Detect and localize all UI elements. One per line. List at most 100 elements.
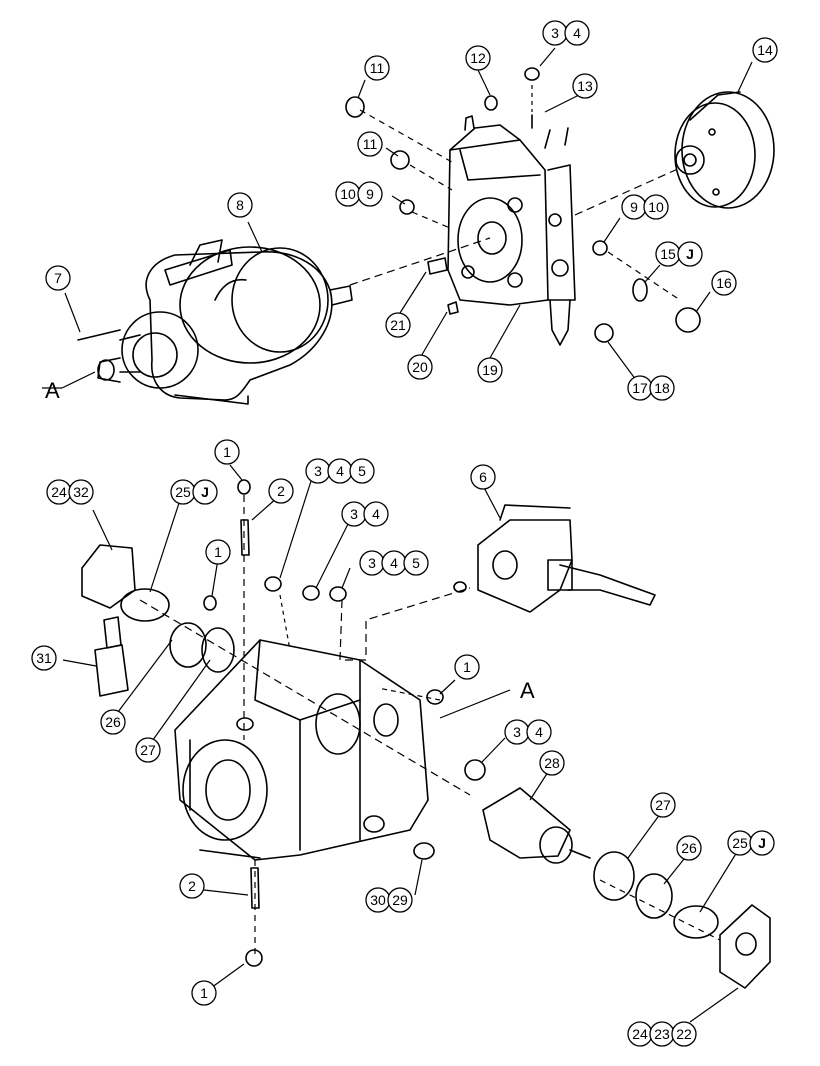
callout-bubble [135, 737, 161, 763]
callout-number: 21 [390, 317, 406, 333]
callout-c11a: 11 [364, 55, 390, 81]
callout-bubble [643, 194, 669, 220]
callout-number: 25 [175, 484, 191, 500]
solenoid-part [94, 616, 129, 697]
callout-c24_23_22: 24 23 22 [627, 1021, 697, 1047]
callout-number: 26 [681, 840, 697, 856]
callout-bubble [349, 458, 375, 484]
section-marker-a-top: A [45, 378, 60, 403]
callout-number: 9 [366, 186, 374, 202]
callout-flag-bubble [192, 479, 218, 505]
callout-number: 2 [277, 483, 285, 499]
callout-bubble [364, 55, 390, 81]
callout-bubble [711, 270, 737, 296]
callout-bubble [407, 354, 433, 380]
callout-c7: 7 [45, 265, 71, 291]
callout-flag: J [201, 484, 209, 500]
callout-number: 32 [73, 484, 89, 500]
callout-bubble [671, 1021, 697, 1047]
callout-bubble [205, 539, 231, 565]
callout-c31: 31 [31, 645, 57, 671]
callout-number: 4 [336, 463, 344, 479]
callout-c25Ja: 25 J [170, 479, 218, 505]
callout-bubble [357, 131, 383, 157]
callout-c13: 13 [572, 73, 598, 99]
callout-bubble [214, 439, 240, 465]
callout-number: 28 [544, 755, 560, 771]
piston-part [482, 787, 591, 864]
leader-lines [42, 47, 753, 1023]
callout-number: 2 [188, 878, 196, 894]
callout-bubble [752, 37, 778, 63]
callout-bubble [68, 479, 94, 505]
callout-c2a: 2 [268, 478, 294, 504]
callout-number: 9 [630, 199, 638, 215]
callout-number: 25 [732, 835, 748, 851]
callout-bubble [676, 835, 702, 861]
callout-number: 23 [654, 1026, 670, 1042]
callout-bubble [403, 550, 429, 576]
callout-number: 7 [54, 270, 62, 286]
callout-number: 19 [482, 362, 498, 378]
callout-number: 26 [105, 714, 121, 730]
callout-number: 24 [632, 1026, 648, 1042]
callout-c2b: 2 [179, 873, 205, 899]
callout-bubble [268, 478, 294, 504]
callout-number: 18 [654, 380, 670, 396]
right-cover-part [719, 904, 771, 989]
callout-c27b: 27 [650, 792, 676, 818]
callout-number: 4 [390, 555, 398, 571]
callout-c28: 28 [539, 750, 565, 776]
callout-c16: 16 [711, 270, 737, 296]
callout-c1b: 1 [205, 539, 231, 565]
callout-c11b: 11 [357, 131, 383, 157]
callout-bubble [179, 873, 205, 899]
callout-c1a: 1 [214, 439, 240, 465]
callout-number: 3 [551, 25, 559, 41]
callout-bubble [191, 980, 217, 1006]
callout-number: 1 [200, 985, 208, 1001]
callout-c8: 8 [227, 192, 253, 218]
callout-bubble [649, 375, 675, 401]
callout-bubble [564, 20, 590, 46]
callout-number: 1 [223, 444, 231, 460]
callout-bubble [526, 719, 552, 745]
pump-housing-part [174, 639, 429, 861]
callout-bubble [31, 645, 57, 671]
callout-bubble [470, 464, 496, 490]
callout-number: 16 [716, 275, 732, 291]
callout-number: 31 [36, 650, 52, 666]
callout-number: 13 [577, 78, 593, 94]
fitting-parts [77, 67, 701, 343]
callout-number: 11 [363, 136, 378, 152]
callout-bubble [363, 501, 389, 527]
callout-flag: J [686, 246, 694, 262]
section-marker-a-bottom: A [520, 678, 535, 703]
callout-bubble [477, 357, 503, 383]
callout-bubble [539, 750, 565, 776]
right-ring-parts [593, 851, 719, 939]
callout-number: 27 [140, 742, 156, 758]
callout-c6: 6 [470, 464, 496, 490]
callout-c21: 21 [385, 312, 411, 338]
callout-bubble [465, 45, 491, 71]
control-valve-part [453, 504, 656, 613]
callout-c14: 14 [752, 37, 778, 63]
callout-c1c: 1 [454, 654, 480, 680]
drawing-parts [77, 67, 775, 989]
callout-number: 10 [340, 186, 356, 202]
callout-number: 22 [676, 1026, 692, 1042]
callout-c20: 20 [407, 354, 433, 380]
callout-number: 4 [372, 506, 380, 522]
